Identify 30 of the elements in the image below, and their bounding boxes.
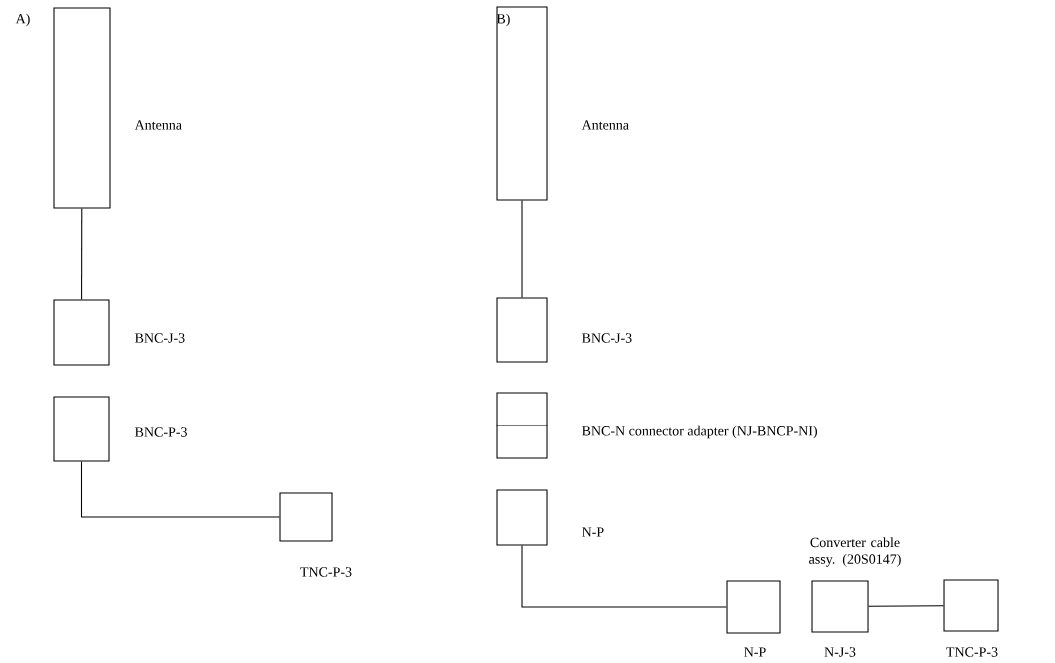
part-label: BNC-P-3 (135, 427, 187, 437)
part-label: N-P (744, 647, 766, 657)
part-label: BNC-J-3 (582, 333, 632, 343)
connector-box (496, 6, 548, 201)
part-label: TNC-P-3 (300, 567, 352, 577)
part-label: Antenna (134, 120, 182, 130)
panel-label: A) (15, 13, 30, 27)
cable-line (521, 200, 523, 298)
connector-box (496, 489, 548, 546)
connector-box (726, 580, 781, 634)
cable-line (80, 461, 280, 518)
connector-box (943, 579, 999, 632)
adapter-box (496, 392, 548, 459)
connector-box (53, 396, 110, 462)
panel-label: B) (496, 13, 510, 27)
cable-line (521, 545, 727, 608)
part-label: TNC-P-3 (946, 647, 998, 657)
connector-box (496, 297, 548, 363)
cable-line (868, 605, 944, 607)
part-label: BNC-J-3 (135, 333, 185, 343)
part-label: BNC-N connector adapter (NJ-BNCP-NI) (582, 425, 817, 439)
assembly-label: Converter cable assy. (20S0147) (809, 537, 901, 567)
part-label: Antenna (581, 120, 629, 130)
connector-box (279, 492, 333, 542)
connector-box (53, 7, 111, 209)
part-label: N-P (582, 527, 604, 537)
connector-box (53, 299, 110, 366)
part-label: N-J-3 (824, 647, 856, 657)
cable-line (81, 208, 83, 300)
connector-box (811, 580, 869, 633)
